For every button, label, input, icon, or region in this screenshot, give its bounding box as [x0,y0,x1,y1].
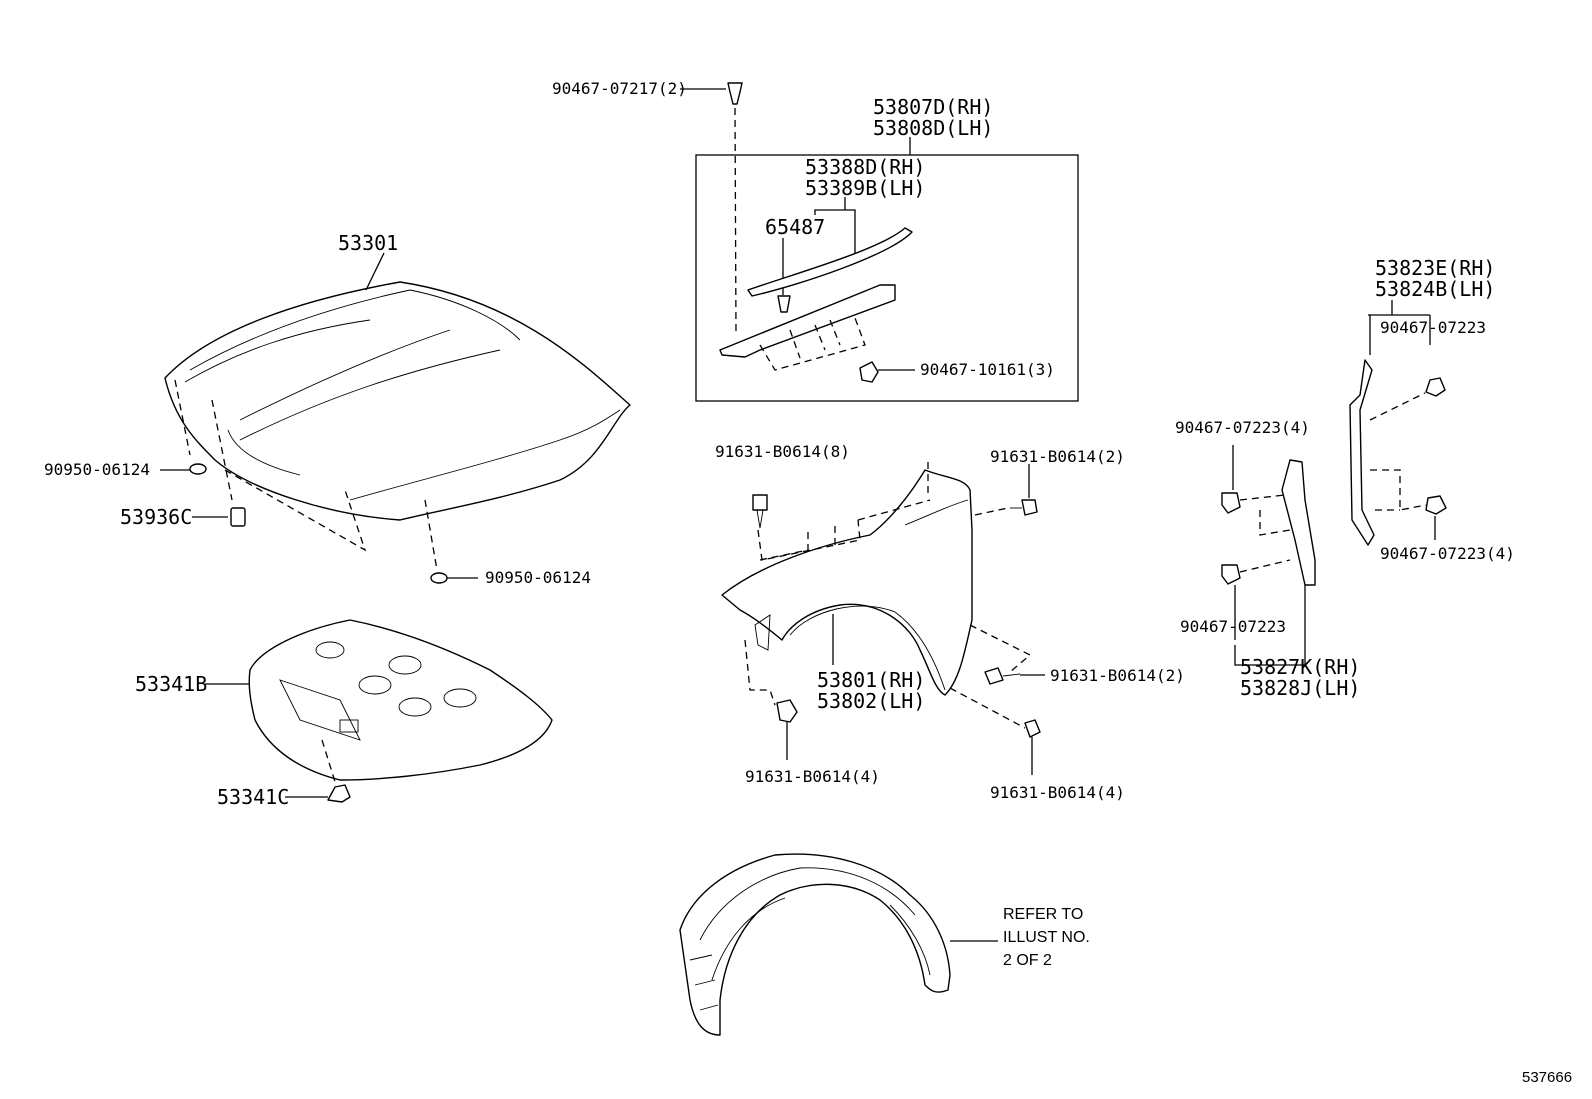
label-53807d-group: 53807D(RH) 53808D(LH) [873,97,993,139]
refer-note: REFER TO ILLUST NO. 2 OF 2 [1003,903,1090,972]
under-cover-part[interactable] [248,619,553,781]
label-53388d: 53388D(RH) [805,155,926,179]
label-90467-07223-b: 90467-07223 [1180,617,1286,636]
label-53823e: 53823E(RH) [1375,256,1496,280]
label-53301: 53301 [338,231,399,255]
label-91631-b0614-8: 91631-B0614(8) [715,442,850,461]
label-53341c: 53341C [217,785,290,809]
fender-part[interactable] [721,469,973,696]
refer-note-line-3: 2 OF 2 [1003,952,1052,969]
label-53808d: 53808D(LH) [873,116,994,140]
refer-note-line-1: REFER TO [1003,906,1084,923]
illustration-number: 537666 [1522,1069,1573,1086]
label-90467-07223-4a: 90467-07223(4) [1175,418,1310,437]
label-53801-group: 53801(RH) 53802(LH) [817,670,925,712]
label-90950-06124-b: 90950-06124 [485,568,591,587]
label-90467-07223-4b: 90467-07223(4) [1380,544,1515,563]
label-53824b: 53824B(LH) [1375,277,1496,301]
label-90467-10161: 90467-10161(3) [920,360,1055,379]
label-91631-b0614-2b: 91631-B0614(2) [1050,666,1185,685]
label-91631-b0614-4a: 91631-B0614(4) [745,767,880,786]
label-53341b: 53341B [135,672,208,696]
hood-part[interactable] [164,281,631,521]
label-53807d: 53807D(RH) [873,95,994,119]
label-53388d-group: 53388D(RH) 53389B(LH) [805,157,925,199]
label-91631-b0614-4b: 91631-B0614(4) [990,783,1125,802]
label-53823e-group: 53823E(RH) 53824B(LH) [1375,258,1495,300]
label-90467-07223-a: 90467-07223 [1380,318,1486,337]
label-53936c: 53936C [120,505,193,529]
label-53801: 53801(RH) [817,668,926,692]
label-65487: 65487 [765,215,826,239]
label-53827k-group: 53827K(RH) 53828J(LH) [1240,657,1360,699]
label-53828j: 53828J(LH) [1240,676,1361,700]
refer-note-line-2: ILLUST NO. [1003,929,1090,946]
label-53827k: 53827K(RH) [1240,655,1361,679]
label-91631-b0614-2a: 91631-B0614(2) [990,447,1125,466]
label-53389b: 53389B(LH) [805,176,926,200]
label-90950-06124-a: 90950-06124 [44,460,150,479]
label-53802: 53802(LH) [817,689,926,713]
label-90467-07217: 90467-07217(2) [552,79,687,98]
fender-liner-part[interactable] [679,853,951,1036]
